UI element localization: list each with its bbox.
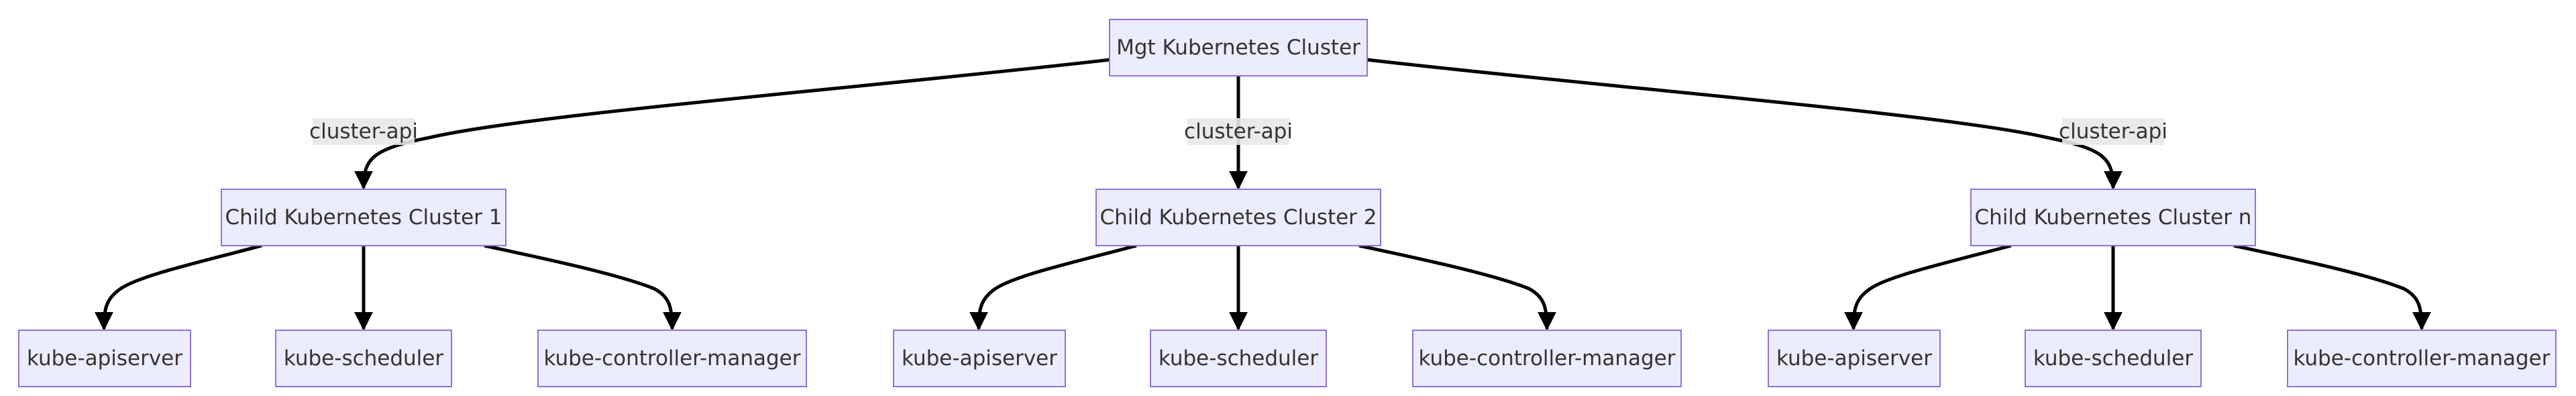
node-kube-controller-manager-label: kube-controller-manager xyxy=(2293,346,2550,370)
node-kube-scheduler: kube-scheduler xyxy=(1150,330,1327,387)
node-kube-apiserver: kube-apiserver xyxy=(893,330,1066,387)
edge-child-2-to-controller-manager xyxy=(1358,244,1556,331)
node-kube-apiserver-label: kube-apiserver xyxy=(902,346,1057,370)
node-child-cluster-n-label: Child Kubernetes Cluster n xyxy=(1975,205,2252,230)
edge-label-text: cluster-api xyxy=(309,119,418,144)
node-child-cluster-2: Child Kubernetes Cluster 2 xyxy=(1095,189,1381,246)
node-mgt-cluster: Mgt Kubernetes Cluster xyxy=(1109,19,1368,77)
edge-child-n-to-apiserver xyxy=(1844,244,2012,331)
node-kube-controller-manager-label: kube-controller-manager xyxy=(543,346,800,370)
node-kube-controller-manager: kube-controller-manager xyxy=(537,330,807,387)
node-child-cluster-1: Child Kubernetes Cluster 1 xyxy=(221,189,506,246)
node-kube-scheduler: kube-scheduler xyxy=(2025,330,2202,387)
edge-child-1-to-controller-manager xyxy=(484,244,682,331)
edge-label-text: cluster-api xyxy=(2059,119,2167,144)
node-mgt-cluster-label: Mgt Kubernetes Cluster xyxy=(1116,36,1360,60)
node-kube-apiserver-label: kube-apiserver xyxy=(1776,346,1932,370)
edge-child-2-to-apiserver xyxy=(969,244,1137,331)
edge-child-1-to-apiserver xyxy=(95,244,262,331)
node-kube-apiserver: kube-apiserver xyxy=(18,330,191,387)
node-kube-controller-manager-label: kube-controller-manager xyxy=(1418,346,1675,370)
component-edges xyxy=(95,244,2431,331)
edge-root-to-child-1 xyxy=(354,58,1110,190)
edge-label-child-2: cluster-api xyxy=(1184,118,1293,145)
edge-child-n-to-controller-manager xyxy=(2233,244,2431,331)
node-kube-scheduler-label: kube-scheduler xyxy=(2033,346,2194,370)
edge-label-text: cluster-api xyxy=(1184,119,1293,144)
node-kube-apiserver: kube-apiserver xyxy=(1768,330,1941,387)
node-kube-scheduler: kube-scheduler xyxy=(275,330,452,387)
node-kube-controller-manager: kube-controller-manager xyxy=(1412,330,1682,387)
edge-root-to-child-n xyxy=(1366,58,2123,190)
node-child-cluster-n: Child Kubernetes Cluster n xyxy=(1970,189,2256,246)
edge-labels: cluster-api cluster-api cluster-api xyxy=(309,118,2167,145)
node-kube-scheduler-label: kube-scheduler xyxy=(1159,346,1319,370)
node-kube-controller-manager: kube-controller-manager xyxy=(2287,330,2557,387)
edge-label-child-n: cluster-api xyxy=(2059,118,2167,145)
node-child-cluster-1-label: Child Kubernetes Cluster 1 xyxy=(225,205,502,230)
node-child-cluster-2-label: Child Kubernetes Cluster 2 xyxy=(1100,205,1377,230)
node-kube-scheduler-label: kube-scheduler xyxy=(284,346,444,370)
edge-label-child-1: cluster-api xyxy=(309,118,418,145)
node-kube-apiserver-label: kube-apiserver xyxy=(27,346,182,370)
